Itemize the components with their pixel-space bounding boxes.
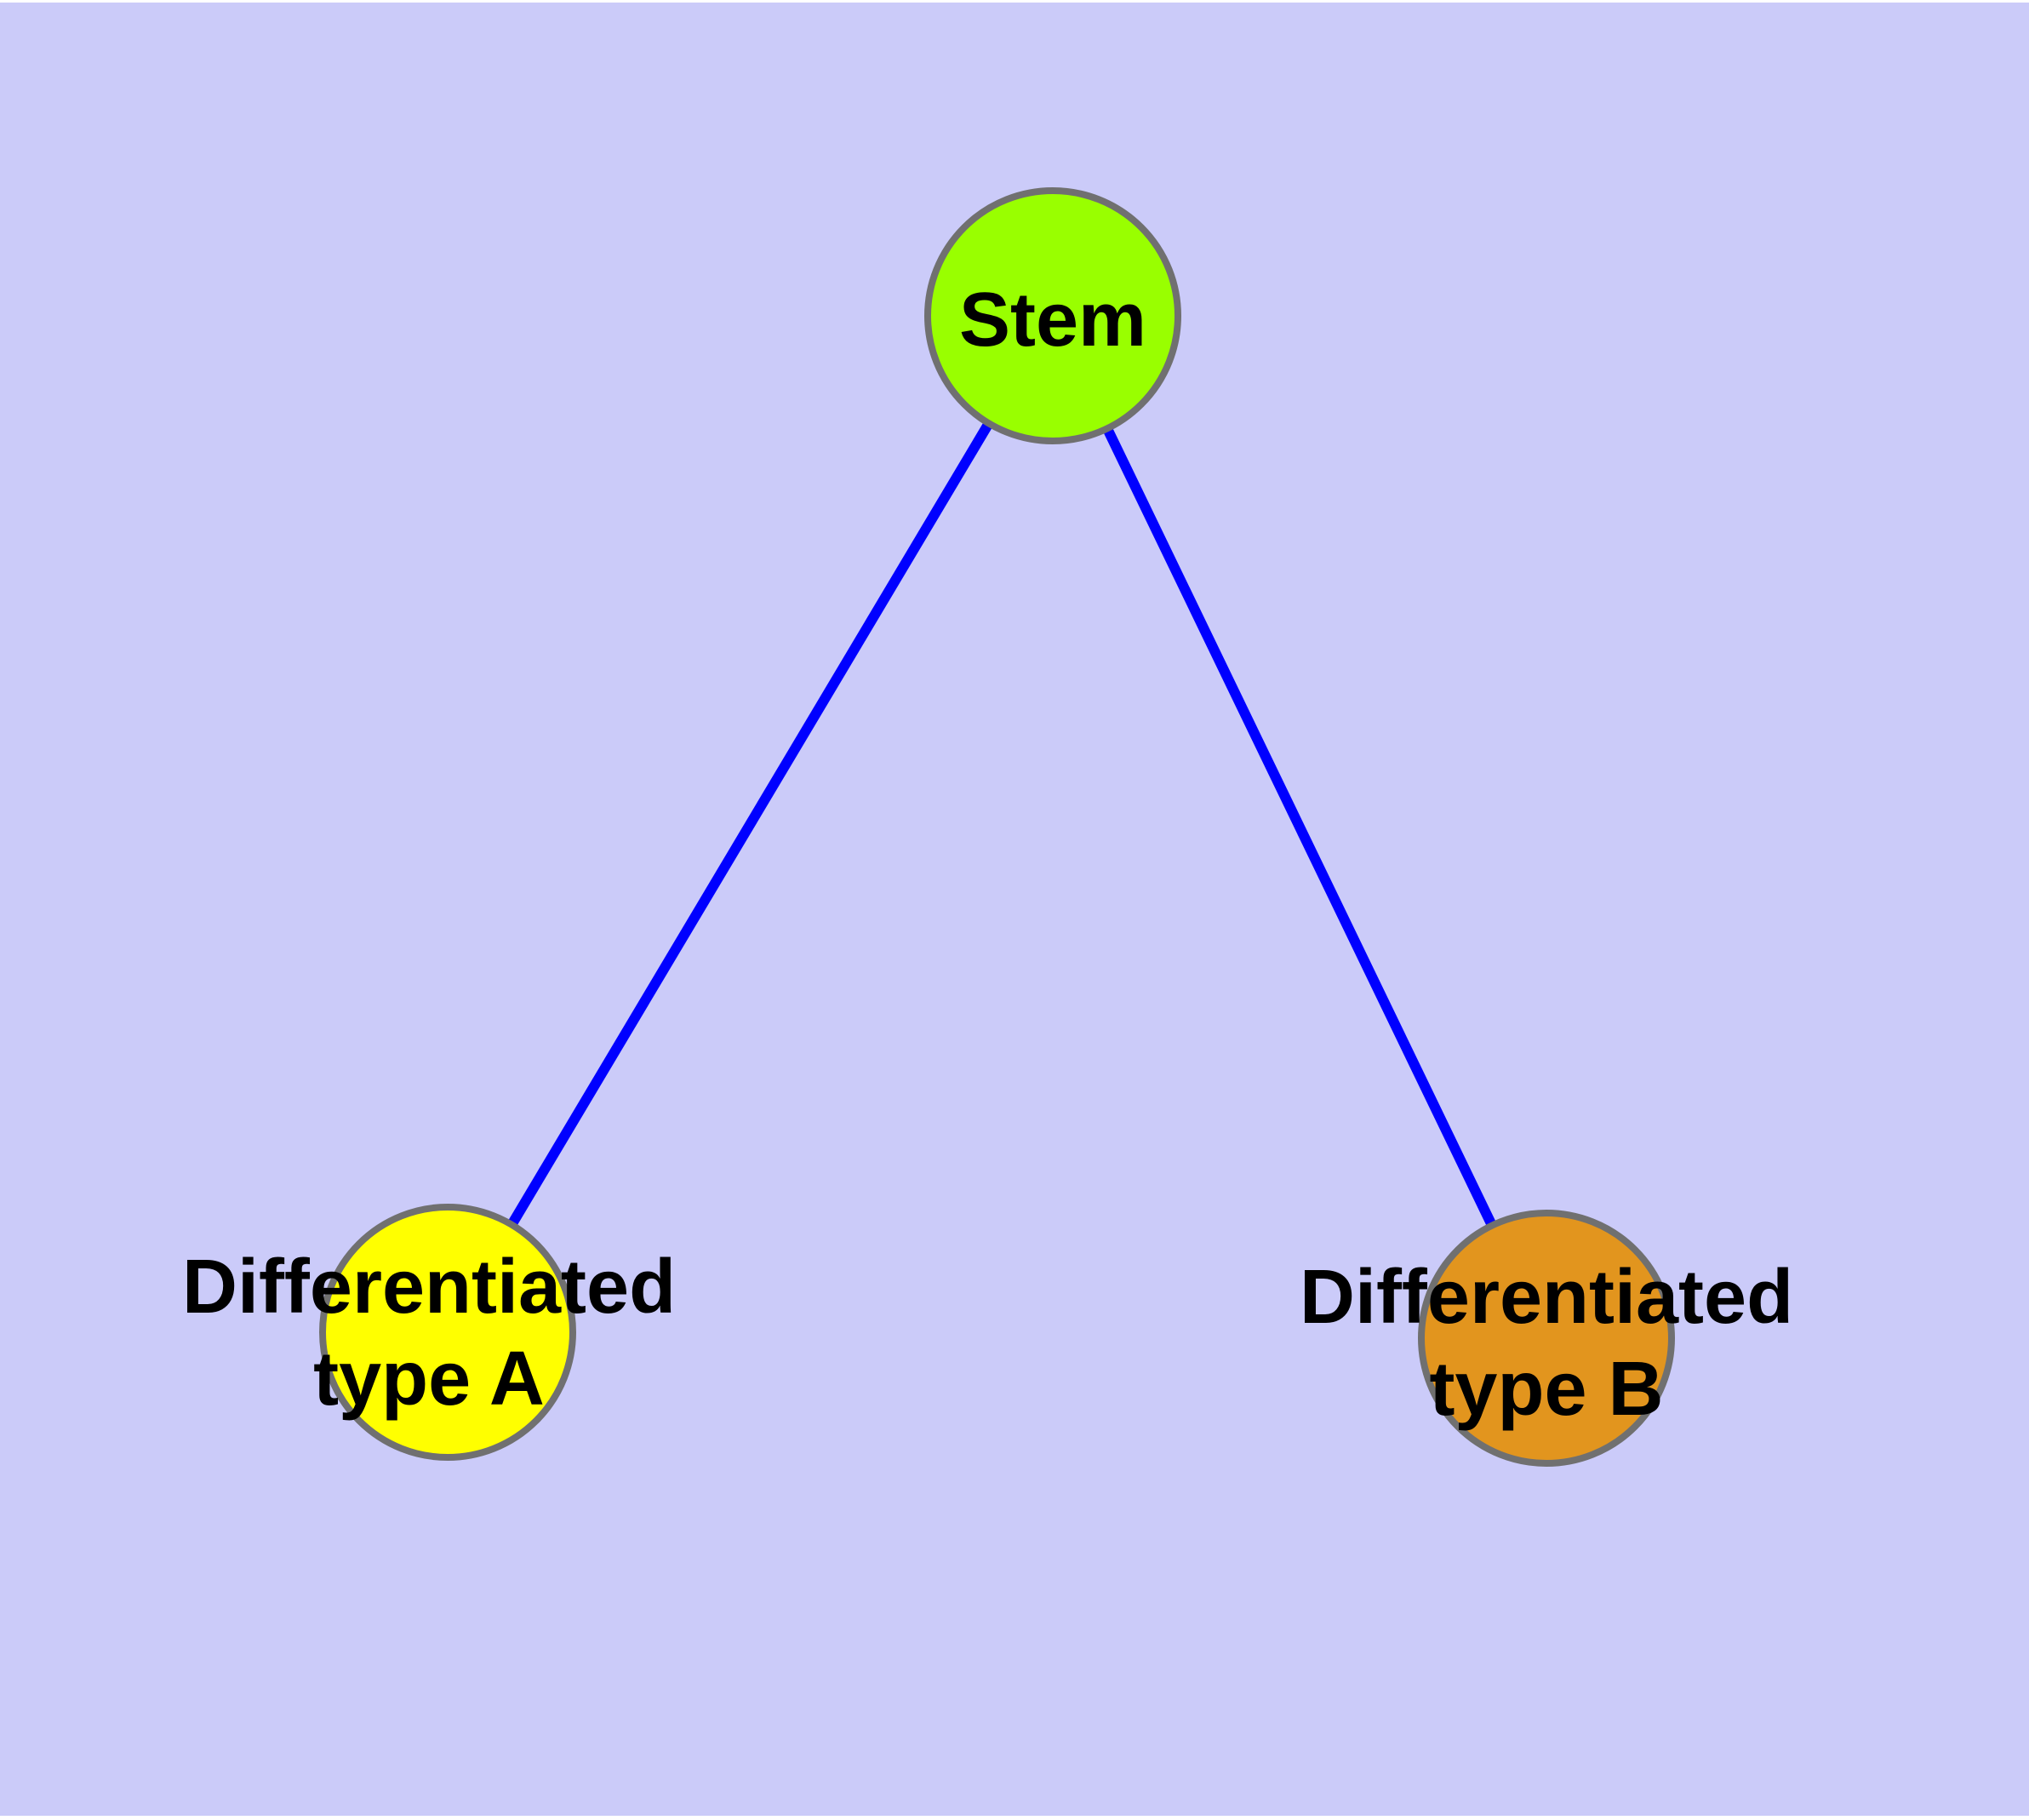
- label-line: Differentiated: [1299, 1255, 1794, 1340]
- label-line: type A: [313, 1336, 545, 1422]
- node-type-a-circle[interactable]: [319, 1204, 576, 1461]
- label-line: Stem: [958, 278, 1147, 363]
- edge-stem-to-type-b: [1048, 313, 1552, 1341]
- edge-stem-to-type-a: [443, 312, 1058, 1336]
- label-line: type B: [1429, 1347, 1664, 1432]
- node-stem-label: Stem: [959, 274, 1146, 366]
- label-line: Differentiated: [181, 1245, 677, 1330]
- node-type-b-label: Differentiated type B: [1300, 1251, 1793, 1435]
- node-stem-circle[interactable]: [924, 187, 1181, 444]
- node-type-b-circle[interactable]: [1418, 1210, 1675, 1467]
- node-type-a-label: Differentiated type A: [182, 1241, 676, 1425]
